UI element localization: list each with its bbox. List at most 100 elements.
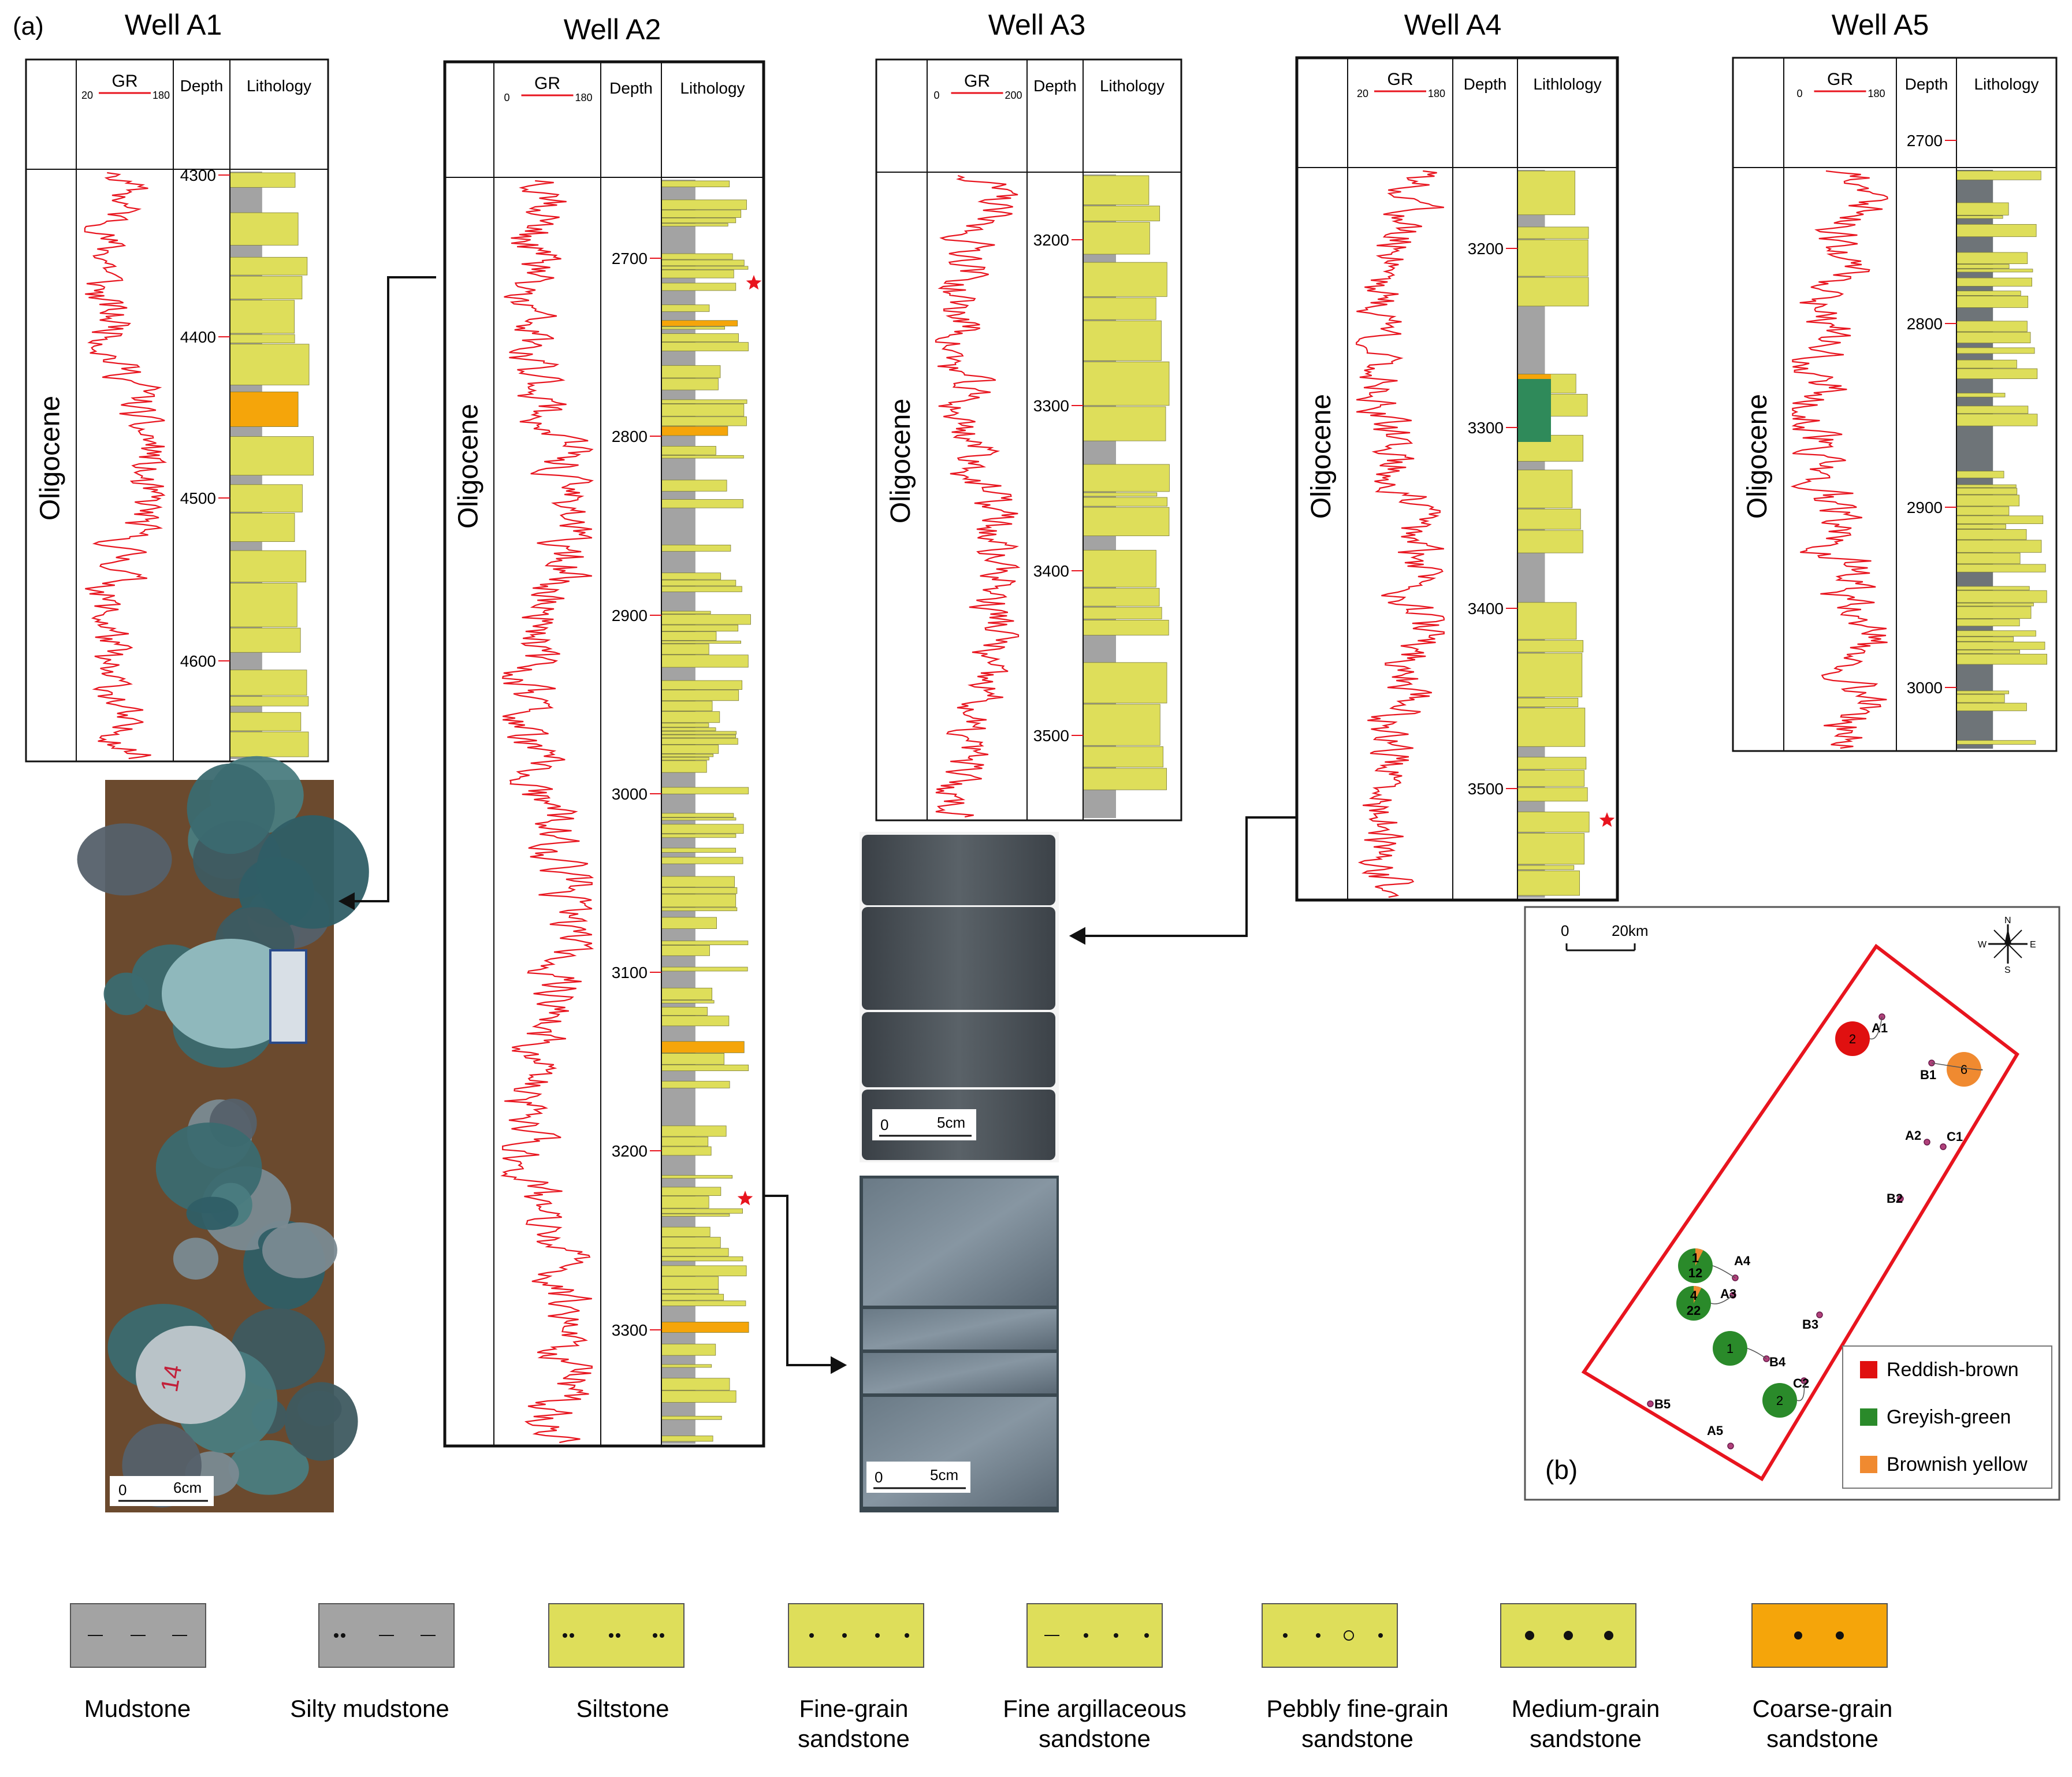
sand-bed <box>229 712 302 731</box>
core-chip <box>136 1326 245 1424</box>
gr-min: 0 <box>934 90 940 101</box>
sand-bed <box>1956 495 2020 507</box>
sand-bed <box>229 172 296 188</box>
sand-bed <box>661 734 736 738</box>
core-sample-mark: 14 <box>155 1363 187 1394</box>
bubble-leader <box>1710 1295 1734 1304</box>
lithology-label: Siltstone <box>576 1695 669 1722</box>
sand-bed <box>661 1248 729 1256</box>
depth-tick-label: 3400 <box>1033 562 1069 580</box>
sand-bed <box>1956 590 2047 603</box>
sand-bed <box>661 857 743 864</box>
map-scale-zero: 0 <box>1561 922 1569 939</box>
sand-bed <box>661 753 714 757</box>
sand-bed <box>661 304 710 312</box>
sand-bed <box>1083 492 1158 497</box>
panel-b-label: (b) <box>1545 1455 1578 1485</box>
sand-bed <box>661 586 742 592</box>
sand-bed <box>661 1364 712 1368</box>
rock-fragment <box>77 823 172 896</box>
depth-header: Depth <box>1464 75 1507 93</box>
sand-bed <box>1956 252 2028 264</box>
gr-header: GR <box>112 72 138 91</box>
sand-bed <box>229 484 303 512</box>
sand-bed <box>661 218 736 224</box>
depth-tick-label: 3000 <box>612 785 648 803</box>
lithology-header: Lithology <box>1100 77 1165 95</box>
depth-tick-label: 2800 <box>1907 315 1943 333</box>
sand-bed <box>1956 694 2005 703</box>
sand-bed <box>1517 653 1583 697</box>
sand-bed <box>661 690 739 701</box>
sand-bed <box>661 680 743 690</box>
sand-bed <box>661 1415 722 1420</box>
rock-fragment <box>285 1382 358 1461</box>
sand-bed <box>661 572 721 580</box>
depth-tick-label: 4400 <box>180 328 216 346</box>
lithology-label: Mudstone <box>84 1695 191 1722</box>
depth-header: Depth <box>1905 75 1948 93</box>
sand-bed <box>1956 215 2003 219</box>
sand-bed <box>661 644 709 655</box>
sand-bed <box>229 276 303 300</box>
sand-bed <box>1956 296 2029 308</box>
sand-bed <box>661 876 735 887</box>
bubble-value: 2 <box>1849 1032 1856 1046</box>
sand-bed <box>1083 175 1150 205</box>
sand-bed <box>661 320 738 326</box>
lithology-label: Coarse-grain <box>1753 1695 1893 1722</box>
bubble-slice <box>1694 1286 1702 1303</box>
well-label: C1 <box>1947 1129 1963 1144</box>
well-title: Well A1 <box>125 9 222 41</box>
sand-bed <box>1083 588 1160 607</box>
well-frame <box>25 58 329 763</box>
lithology-legend-item: Siltstone <box>548 1603 685 1722</box>
gr-header: GR <box>1387 70 1413 89</box>
depth-tick-label: 4300 <box>180 166 216 184</box>
gr-max: 180 <box>1868 88 1885 99</box>
sand-bed <box>1083 662 1167 704</box>
depth-tick-label: 3300 <box>1468 419 1504 437</box>
sand-bed <box>661 813 734 818</box>
sand-bed <box>1517 757 1587 769</box>
scale-zero: 0 <box>875 1469 883 1486</box>
sand-bed <box>661 416 747 426</box>
lithology-label: Fine argillaceous <box>1003 1695 1186 1722</box>
depth-header: Depth <box>1033 77 1077 95</box>
sand-bed <box>661 738 738 745</box>
sand-bed <box>1517 602 1577 640</box>
sand-bed <box>1083 607 1162 619</box>
lithology-header: Lithology <box>680 79 745 97</box>
sand-bed <box>1956 488 2018 495</box>
sand-bed <box>661 1321 749 1333</box>
coarse-bed <box>1517 374 1551 379</box>
sand-bed <box>661 1000 715 1003</box>
sand-bed <box>1083 497 1168 507</box>
rock-fragment <box>186 1196 239 1230</box>
well-title: Well A2 <box>564 13 661 46</box>
sand-bed <box>661 727 716 731</box>
sand-bed <box>1956 564 2046 572</box>
sand-bed <box>661 342 749 351</box>
sand-bed <box>661 1196 709 1209</box>
sand-bed <box>661 894 736 908</box>
compass-icon: N S E W <box>1978 916 2036 975</box>
sample-star-icon <box>746 275 762 290</box>
sand-bed <box>1956 406 2029 414</box>
sand-bed <box>661 1081 730 1088</box>
scale-length: 6cm <box>173 1479 202 1496</box>
sand-bed <box>229 436 314 476</box>
gr-max: 180 <box>152 90 170 101</box>
core-photo-a4: 0 5cm <box>860 832 1059 1162</box>
panel-a-label: (a) <box>13 12 44 40</box>
sand-bed <box>1956 170 2041 180</box>
gr-max: 180 <box>1428 88 1445 99</box>
sand-bed <box>1956 653 2047 665</box>
sand-bed <box>1517 832 1585 865</box>
well-label: B4 <box>1769 1355 1786 1369</box>
age-label: Oligocene <box>1742 394 1773 519</box>
sand-bed <box>1956 586 2030 590</box>
depth-tick-label: 3200 <box>1033 231 1069 249</box>
sand-bed <box>1517 226 1589 239</box>
